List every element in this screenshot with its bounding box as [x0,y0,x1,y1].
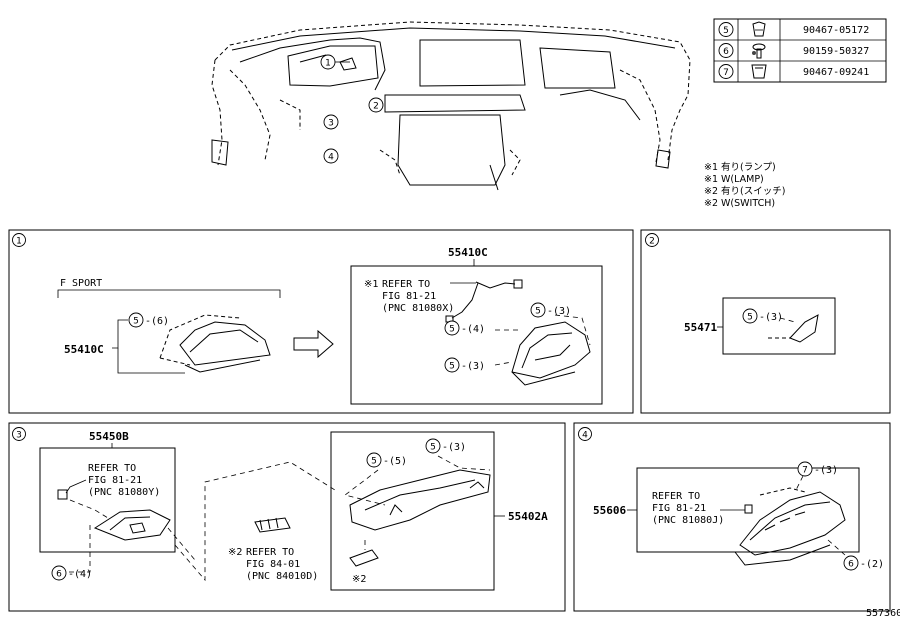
switch-module [254,517,291,533]
refer-line: FIG 84-01 [246,559,300,570]
overview-callout-4: 4 [323,148,339,164]
lower-instrument-panel [349,469,491,531]
refer-line: (PNC 81080X) [382,303,454,314]
svg-text:3: 3 [328,119,334,129]
svg-text:-(3): -(3) [461,361,485,372]
svg-text:-(3): -(3) [814,465,838,476]
diagram-id: 557360 [866,608,900,619]
instrument-panel-cluster-finish [159,314,271,373]
panel-2: 2 55471 5 -(3) [640,229,891,414]
svg-text:-(3): -(3) [759,312,783,323]
notes: ※1 有り(ランプ) ※1 W(LAMP) ※2 有り(スイッチ) ※2 W(S… [704,161,785,209]
note-line: ※2 W(SWITCH) [704,198,775,209]
lower-panel-garnish [93,509,171,541]
switch-mark: ※2 [352,574,366,585]
part-number: 55410C [64,343,104,356]
overview-callout-3: 3 [323,114,339,130]
refer-line: (PNC 84010D) [246,571,318,582]
svg-text:-(4): -(4) [461,324,485,335]
part-number: 55402A [508,510,548,523]
arrow-right-icon [293,329,334,359]
part-number: 55450B [89,430,129,443]
panel-3: 3 55450B REFER TO FIG 81-21 (PNC 81080Y)… [8,422,566,612]
lower-switch [349,540,379,567]
fastener-part-number: 90159-50327 [803,46,869,57]
svg-text:5: 5 [449,362,455,372]
refer-line: FIG 81-21 [382,291,436,302]
refer-line: (PNC 81080Y) [88,487,160,498]
part-number: 55410C [448,246,488,259]
svg-text:-(3): -(3) [547,306,571,317]
svg-text:4: 4 [328,153,334,163]
svg-text:-(6): -(6) [145,316,169,327]
screw-icon [752,43,766,59]
svg-text:5: 5 [535,307,541,317]
svg-text:7: 7 [802,466,808,476]
refer-line: REFER TO [88,463,136,474]
note-line: ※1 有り(ランプ) [704,161,776,173]
part-number: 55471 [684,321,717,334]
fastener-ref-7: 7 [723,68,729,78]
dashboard-overview [211,21,691,191]
fastener-part-number: 90467-05172 [803,25,869,36]
part-number: 55606 [593,504,626,517]
refer-line: FIG 81-21 [652,503,706,514]
svg-text:5: 5 [430,443,436,453]
panel-4: 4 55606 REFER TO FIG 81-21 (PNC 81080J) … [573,422,891,612]
refer-mark: ※1 [364,279,378,290]
refer-line: (PNC 81080J) [652,515,724,526]
fsport-label: F SPORT [60,278,102,289]
svg-text:1: 1 [325,59,331,69]
svg-text:-(5): -(5) [383,456,407,467]
panel-number: 3 [16,431,22,441]
fastener-part-number: 90467-09241 [803,67,869,78]
refer-line: FIG 81-21 [88,475,142,486]
fastener-table: 5 90467-05172 6 90159-50327 7 90467-0924… [713,18,887,83]
refer-mark: ※2 [228,547,242,558]
note-line: ※1 W(LAMP) [704,174,764,185]
lamp-wire-harness [445,279,523,323]
refer-line: REFER TO [382,279,430,290]
panel-number: 4 [582,431,588,441]
svg-text:5: 5 [747,313,753,323]
refer-line: REFER TO [652,491,700,502]
svg-text:5: 5 [449,325,455,335]
instrument-cluster-housing [511,321,591,386]
panel-1: 1 F SPORT 55410C 5 -(6) 55410C ※1 REFER … [8,229,634,414]
svg-text:6: 6 [56,570,62,580]
svg-text:-(4): -(4) [68,569,92,580]
panel-number: 1 [16,237,22,247]
overview-callout-2: 2 [368,97,384,113]
glove-compartment-panel [734,487,846,566]
svg-text:-(3): -(3) [442,442,466,453]
svg-text:5: 5 [133,317,139,327]
svg-text:2: 2 [373,102,379,112]
refer-line: REFER TO [246,547,294,558]
clip-icon [751,64,767,79]
fastener-ref-6: 6 [723,47,729,57]
note-line: ※2 有り(スイッチ) [704,185,785,197]
overview-callout-1: 1 [320,54,350,70]
clip-icon [752,21,766,37]
svg-text:5: 5 [371,457,377,467]
fastener-ref-5: 5 [723,26,729,36]
panel-number: 2 [649,237,655,247]
switch-panel-finish [768,314,819,343]
svg-text:-(2): -(2) [860,559,884,570]
svg-text:6: 6 [848,560,854,570]
